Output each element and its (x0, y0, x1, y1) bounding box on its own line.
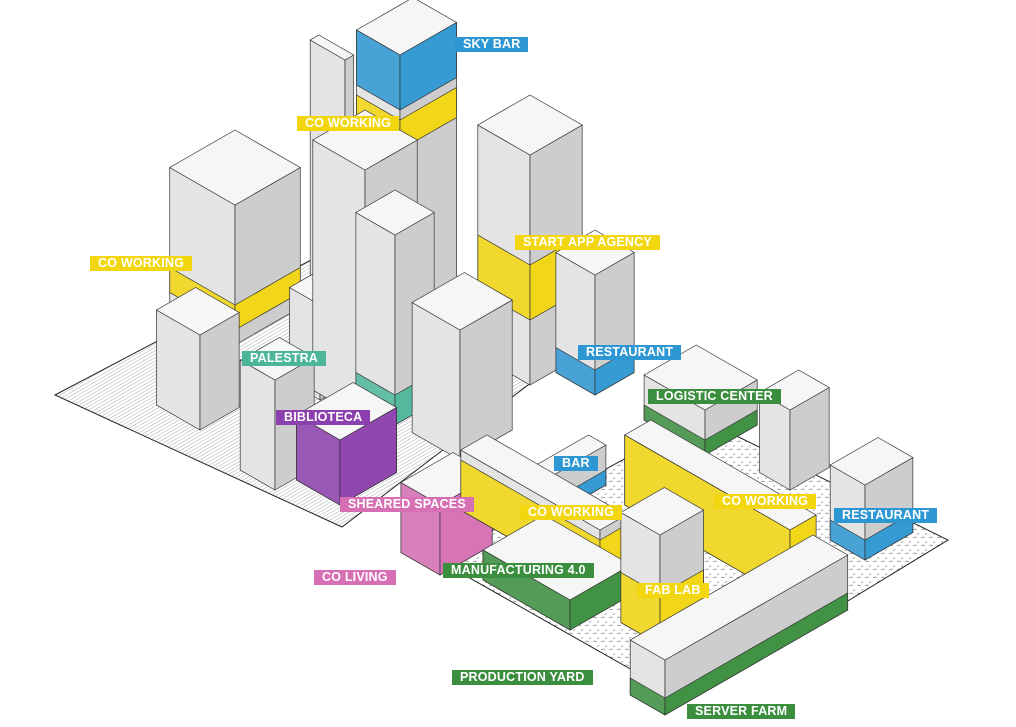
building-left-block-roof (169, 129, 301, 206)
building-start-app-roof (477, 94, 583, 156)
label-restaurant-north: RESTAURANT (578, 345, 682, 360)
label-logistic-center: LOGISTIC CENTER (648, 389, 781, 404)
building-front-left-roof (155, 287, 240, 336)
label-fab-lab: FAB LAB (637, 583, 709, 598)
label-biblioteca: BIBLIOTECA (276, 410, 371, 425)
label-production-yard: PRODUCTION YARD (452, 670, 593, 685)
label-bar: BAR (554, 456, 598, 471)
label-server-farm: SERVER FARM (687, 704, 796, 719)
bar-server-farm-band-green (664, 592, 849, 716)
building-front-right-roof (411, 272, 513, 331)
label-co-working-mid: CO WORKING (520, 505, 623, 520)
label-manufacturing: MANUFACTURING 4.0 (443, 563, 594, 578)
bar-server-farm-roof (629, 534, 849, 661)
building-biblioteca-band-purple (339, 406, 397, 506)
building-palestra-left-face (239, 359, 276, 491)
building-fab-lab-roof (620, 487, 705, 536)
label-co-working-east: CO WORKING (714, 494, 817, 509)
label-sky-bar: SKY BAR (455, 37, 529, 52)
label-restaurant-south: RESTAURANT (834, 508, 938, 523)
tower-back-left-roof (309, 34, 355, 61)
label-start-app-agency: START APP AGENCY (515, 235, 660, 250)
label-co-working-left: CO WORKING (90, 256, 193, 271)
tower-sky-bar-band-blue (399, 21, 457, 111)
label-co-living: CO LIVING (314, 570, 396, 585)
label-co-working-tower: CO WORKING (297, 116, 400, 131)
tower-palestra-back-roof (355, 189, 435, 236)
building-restaurant-south-roof (829, 437, 914, 486)
label-palestra: PALESTRA (242, 351, 327, 366)
label-sheared-spaces: SHEARED SPACES (340, 497, 474, 512)
building-logistic-band-green (704, 409, 758, 456)
